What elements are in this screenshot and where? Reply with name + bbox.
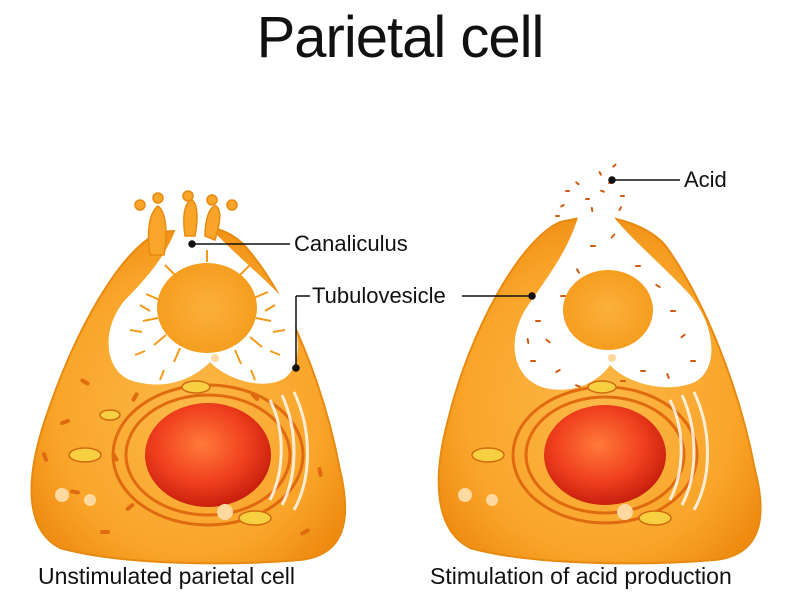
golgi [268,391,309,511]
label-canaliculus: Canaliculus [294,231,408,256]
vesicles [55,354,233,520]
page-title: Parietal cell [256,5,545,70]
microvilli [129,250,286,381]
unstimulated-cell [30,190,347,565]
caption-unstimulated: Unstimulated parietal cell [38,563,295,589]
leader-lines [188,176,680,372]
central-lumen-mass [563,270,653,350]
acid-particles [526,233,696,388]
label-tubulovesicle: Tubulovesicle [312,283,446,308]
mitochondria [68,380,272,526]
stimulated-cell [437,163,762,565]
golgi [668,391,709,511]
mitochondria [471,380,672,526]
acid-spray [555,163,625,217]
nucleus [145,403,271,507]
apical-protrusions [134,190,238,256]
nucleus [544,405,666,505]
caption-stimulated: Stimulation of acid production [430,563,732,589]
vesicles [458,354,633,520]
label-acid: Acid [684,167,727,192]
central-lumen-mass [157,263,257,353]
